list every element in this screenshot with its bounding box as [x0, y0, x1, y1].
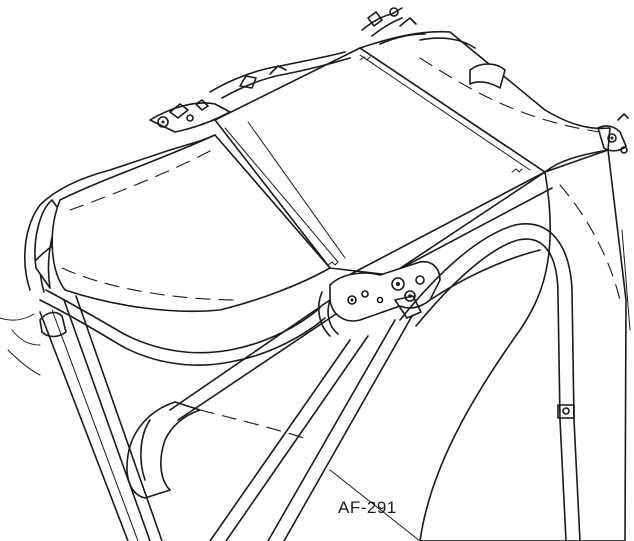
- diagonal-frame-tube: [209, 315, 413, 541]
- right-rear-hardware: [597, 113, 629, 154]
- front-header-hardware: [149, 51, 351, 133]
- top-fabric-left: [51, 134, 331, 313]
- lower-right-rail: [329, 249, 541, 541]
- detail-marks: [161, 120, 614, 302]
- left-edge-strap: [0, 311, 67, 376]
- top-center-panel: [214, 47, 546, 276]
- figure-label: AF-291: [338, 498, 397, 517]
- top-latch-strap: [361, 7, 426, 45]
- left-side-rails: [39, 295, 163, 541]
- left-door-frame: [126, 401, 311, 499]
